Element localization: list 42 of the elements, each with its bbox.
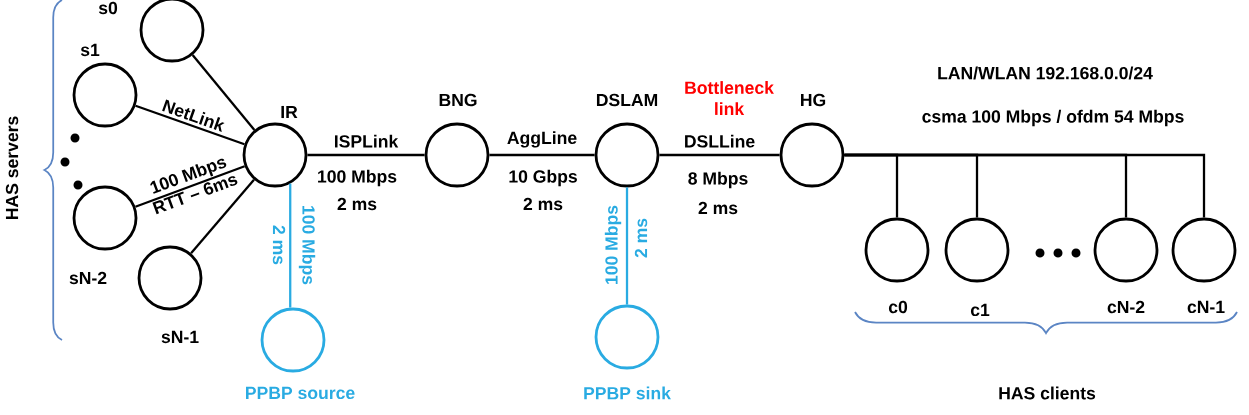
edge-label: AggLine (507, 131, 577, 148)
text-label: HAS servers (5, 116, 19, 220)
text-label: 100 Mbps (318, 169, 397, 187)
text-label: 2 ms (698, 201, 738, 215)
text-label: HAS clients (999, 386, 1096, 400)
connector-line (191, 54, 256, 131)
node-label: BNG (439, 93, 477, 107)
connector-line (190, 178, 255, 255)
node-label: c1 (970, 303, 990, 317)
node-label: PPBP source (246, 386, 355, 400)
connector-line (307, 153, 425, 157)
text-label: 10 Gbps (509, 169, 577, 187)
node-label: cN-2 (1107, 300, 1145, 314)
node-label: HG (801, 93, 826, 107)
edge-label: ISPLink (334, 134, 399, 148)
text-label: Bottleneck link (685, 81, 774, 115)
connector-line (489, 153, 595, 157)
node-label: IR (281, 105, 298, 119)
connector-line (659, 153, 780, 157)
text-label: 8 Mbps (688, 171, 748, 189)
text-label: 2 ms (337, 197, 377, 211)
connector-line (625, 187, 629, 305)
connector-line (135, 165, 246, 208)
text-label: 2 ms (634, 218, 648, 258)
edge-label: DSLLine (685, 134, 755, 148)
node-label: s1 (80, 43, 100, 57)
text-label: 100 Mbps (298, 206, 316, 285)
connector-line (289, 183, 292, 308)
text-label: 2 ms (272, 225, 286, 265)
connector-line (844, 153, 1206, 218)
node-label: sN-2 (69, 271, 107, 285)
connector-line (135, 104, 245, 146)
node-label: s0 (98, 1, 118, 15)
text-label: csma 100 Mbps / ofdm 54 Mbps (922, 109, 1184, 127)
text-label: LAN/WLAN 192.168.0.0/24 (938, 66, 1153, 80)
node-label: PPBP sink (584, 386, 671, 400)
text-label: 100 Mbps (604, 205, 622, 284)
text-label: 2 ms (523, 197, 563, 211)
node-label: DSLAM (596, 93, 658, 107)
node-label: c0 (888, 300, 908, 314)
node-label: sN-1 (161, 330, 199, 344)
node-label: cN-1 (1187, 300, 1225, 314)
